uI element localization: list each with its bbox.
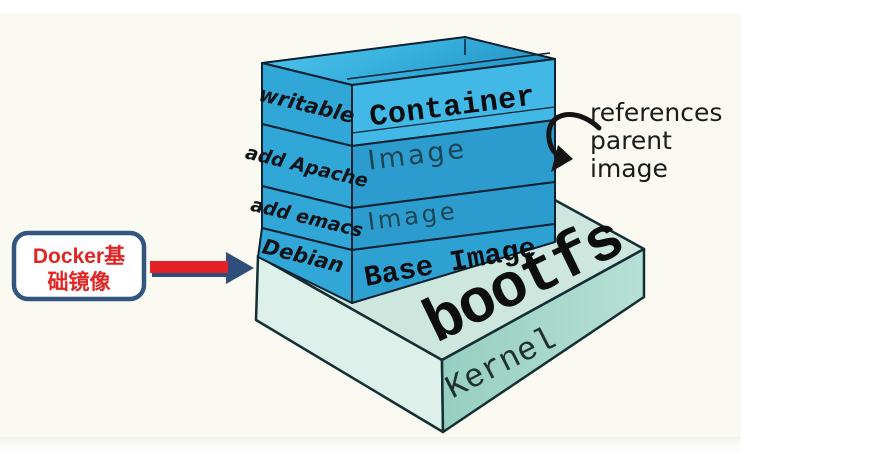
curved-arrow-head xyxy=(551,145,573,172)
arrow-red-shaft xyxy=(150,261,228,273)
red-arrow xyxy=(150,252,254,284)
reference-annotation: references parent image xyxy=(546,98,722,183)
curved-arrow-shaft xyxy=(546,112,602,160)
annotation-line-2: parent xyxy=(590,126,672,155)
stack-top-rim-line xyxy=(346,52,551,80)
platform-front-right-face xyxy=(440,247,646,434)
annotation-line-3: image xyxy=(590,154,668,183)
docker-base-image-callout: Docker基 础镜像 xyxy=(11,230,147,302)
layer-base-image-front-face xyxy=(351,223,556,304)
container-inner-line xyxy=(351,106,556,134)
callout-box xyxy=(11,230,147,302)
image-stack: writable add Apache add emacs Debian Con… xyxy=(243,36,556,304)
annotation-line-1: references xyxy=(590,98,722,127)
callout-line-1: Docker基 xyxy=(33,245,126,268)
panel-bottom-fade xyxy=(0,437,741,457)
callout-line-2: 础镜像 xyxy=(48,270,112,294)
